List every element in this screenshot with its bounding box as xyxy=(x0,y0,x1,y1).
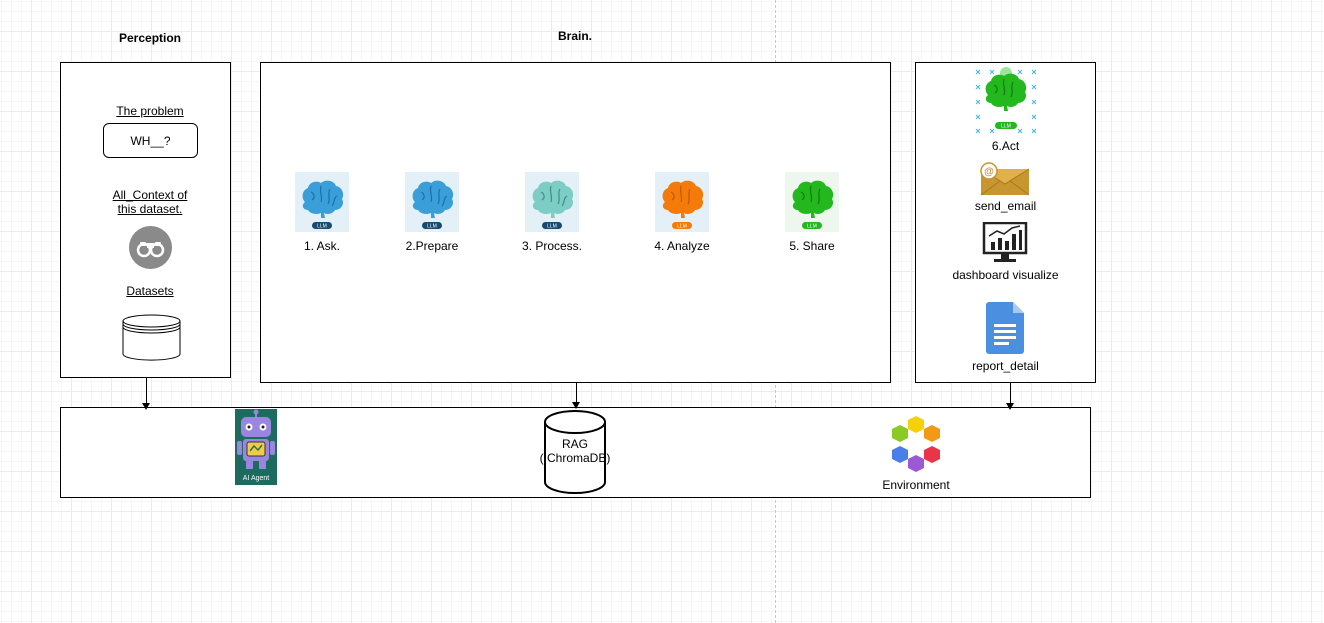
datasets-label: Datasets xyxy=(126,284,174,298)
database-cylinder-icon[interactable] xyxy=(122,314,181,367)
act-label: 6.Act xyxy=(991,139,1020,153)
dashboard-label: dashboard visualize xyxy=(952,268,1059,282)
brain-arrow xyxy=(576,383,577,404)
step-3-label: 3. Process. xyxy=(521,239,583,253)
email-envelope-icon[interactable]: @ xyxy=(980,162,1030,201)
rag-label-line1: RAG xyxy=(561,437,588,451)
brain-title: Brain. xyxy=(558,29,593,43)
action-arrow xyxy=(1010,383,1011,404)
perception-arrow xyxy=(146,378,147,404)
rag-database-icon[interactable] xyxy=(544,410,606,499)
binoculars-icon[interactable] xyxy=(129,226,172,274)
send-email-label: send_email xyxy=(974,199,1037,213)
step-4-label: 4. Analyze xyxy=(654,239,710,253)
problem-box[interactable]: WH__? xyxy=(103,123,198,158)
agent-label: AI Agent xyxy=(243,475,270,482)
dashboard-chart-icon[interactable] xyxy=(982,221,1028,269)
step-4-badge: LLM xyxy=(677,224,687,230)
act-brain-icon[interactable]: LLM xyxy=(975,67,1037,140)
step-2-brain-icon[interactable]: LLM xyxy=(405,172,459,232)
step-5-brain-icon[interactable]: LLM xyxy=(785,172,839,232)
context-label-line2: this dataset. xyxy=(117,202,183,216)
problem-label: The problem xyxy=(116,104,184,118)
robot-icon[interactable]: AI Agent xyxy=(235,409,277,490)
step-1-label: 1. Ask. xyxy=(303,239,341,253)
step-1-badge: LLM xyxy=(317,224,327,230)
problem-text: WH__? xyxy=(130,133,171,148)
step-2-label: 2.Prepare xyxy=(405,239,459,253)
step-3-badge: LLM xyxy=(547,224,557,230)
act-badge: LLM xyxy=(1001,124,1011,130)
hexagon-flower-icon[interactable] xyxy=(889,416,943,477)
step-4-brain-icon[interactable]: LLM xyxy=(655,172,709,232)
perception-title: Perception xyxy=(119,31,182,45)
action-arrow-head xyxy=(1006,403,1014,410)
brain-arrow-head xyxy=(572,402,580,409)
step-2-badge: LLM xyxy=(427,224,437,230)
environment-label: Environment xyxy=(882,478,950,492)
context-label-line1: All_Context of xyxy=(112,188,188,202)
svg-text:@: @ xyxy=(984,167,994,178)
document-icon[interactable] xyxy=(986,302,1025,359)
report-detail-label: report_detail xyxy=(972,359,1039,373)
step-3-brain-icon[interactable]: LLM xyxy=(525,172,579,232)
step-5-badge: LLM xyxy=(807,224,817,230)
rag-label-line2: ( ChromaDB) xyxy=(539,451,611,465)
step-5-label: 5. Share xyxy=(789,239,835,253)
step-1-brain-icon[interactable]: LLM xyxy=(295,172,349,232)
perception-arrow-head xyxy=(142,403,150,410)
